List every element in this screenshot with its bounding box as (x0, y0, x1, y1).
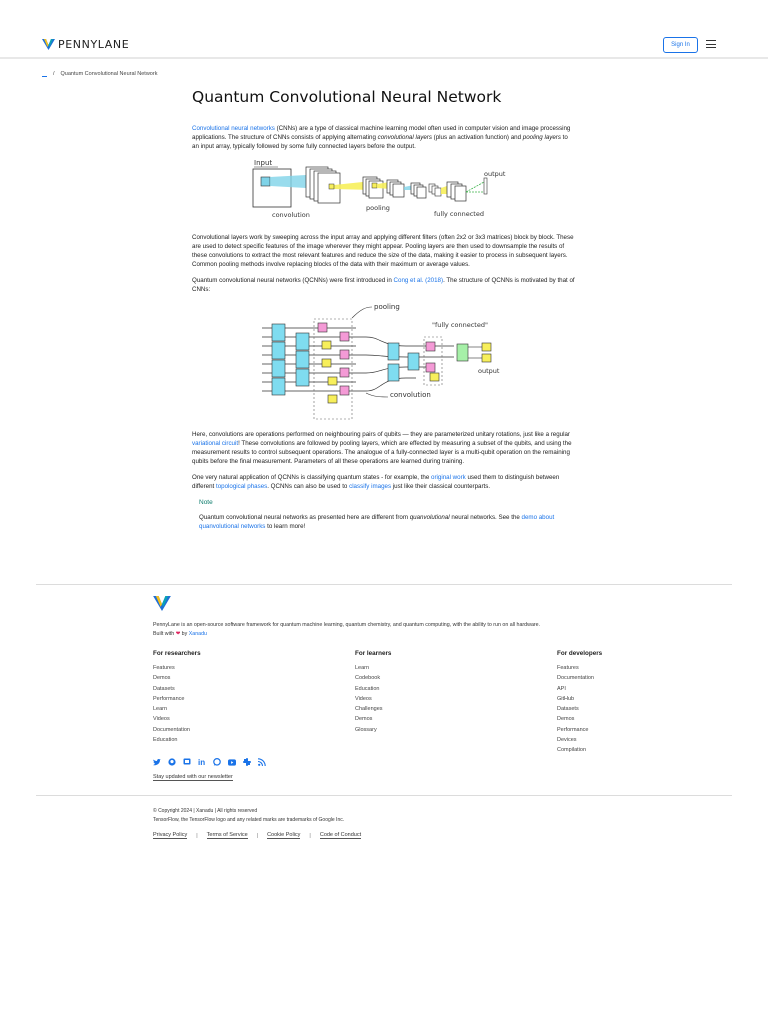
footer-divider (36, 584, 732, 585)
pennylane-logo[interactable]: PENNYLANE (42, 38, 129, 51)
breadcrumb-separator: / (53, 70, 55, 77)
github-icon[interactable] (168, 758, 176, 766)
footer-link[interactable]: Demos (153, 675, 171, 682)
footer-about: PennyLane is an open-source software fra… (153, 596, 623, 639)
footer-link[interactable]: GitHub (557, 695, 575, 702)
footer-col-developers: For developers Features Documentation AP… (557, 650, 602, 756)
footer-link[interactable]: Challenges (355, 706, 383, 713)
menu-icon[interactable] (706, 40, 716, 48)
footer-link[interactable]: Education (355, 685, 380, 692)
footer-link[interactable]: Features (557, 665, 579, 671)
footer-divider-bottom (36, 795, 732, 796)
youtube-icon[interactable] (228, 758, 236, 766)
pennylane-logo-icon (42, 39, 55, 50)
footer-link[interactable]: Documentation (153, 726, 190, 733)
page-title: Quantum Convolutional Neural Network (192, 88, 502, 106)
footer-description: PennyLane is an open-source software fra… (153, 622, 541, 637)
note-text: Quantum convolutional neural networks as… (199, 514, 555, 530)
breadcrumb: / Quantum Convolutional Neural Network (42, 70, 157, 77)
cookie-policy-link[interactable]: Cookie Policy (267, 832, 301, 839)
fig2-label-pooling: pooling (374, 303, 400, 311)
footer-link[interactable]: Devices (557, 737, 577, 744)
classify-images-link[interactable]: classify images (349, 483, 392, 490)
trademark-text: TensorFlow, the TensorFlow logo and any … (153, 817, 345, 823)
copyright-text: © Copyright 2024 | Xanadu | All rights r… (153, 808, 258, 814)
social-links: in (153, 758, 266, 766)
privacy-policy-link[interactable]: Privacy Policy (153, 832, 188, 839)
copyright-block: © Copyright 2024 | Xanadu | All rights r… (153, 807, 344, 825)
footer-logo-icon[interactable] (153, 596, 171, 611)
newsletter-link[interactable]: Stay updated with our newsletter (153, 774, 233, 781)
footer-link[interactable]: Datasets (153, 685, 175, 692)
quanvolutional-demo-link[interactable]: demo about quanvolutional networks (199, 514, 555, 530)
fig1-label-input: Input (254, 159, 272, 167)
input-array (252, 168, 292, 208)
paragraph-qcnn-operations: Here, convolutions are operations perfor… (192, 431, 572, 465)
logo-text: PENNYLANE (58, 38, 130, 51)
topological-phases-link[interactable]: topological phases (215, 483, 268, 490)
footer-link[interactable]: Learn (153, 706, 168, 713)
footer-link[interactable]: Compilation (557, 747, 587, 754)
paragraph-convolution-layers: Convolutional layers work by sweeping ac… (192, 234, 574, 268)
svg-text:in: in (198, 758, 205, 766)
qcnn-circuit-diagram: pooling "fully connected" output convolu… (262, 303, 500, 420)
terms-of-service-link[interactable]: Terms of Service (206, 832, 248, 839)
footer-link[interactable]: Videos (153, 716, 170, 723)
footer-link[interactable]: Videos (355, 695, 372, 702)
fig1-label-pooling: pooling (366, 204, 390, 212)
fig1-label-convolution: convolution (272, 211, 310, 219)
footer-col-learners: For learners Learn Codebook Education Vi… (355, 650, 391, 735)
legal-links: Privacy Policy | Terms of Service | Cook… (153, 832, 362, 839)
forum-icon[interactable] (213, 758, 221, 766)
code-of-conduct-link[interactable]: Code of Conduct (319, 832, 362, 839)
footer-link[interactable]: Learn (355, 665, 370, 671)
footer-link[interactable]: API (557, 685, 566, 692)
breadcrumb-home-link[interactable] (42, 70, 47, 77)
fig2-label-convolution: convolution (390, 391, 431, 399)
paragraph-qcnn-intro: Quantum convolutional neural networks (Q… (192, 277, 575, 293)
fig2-label-output: output (478, 367, 500, 375)
footer-link[interactable]: Demos (557, 716, 575, 723)
article: Quantum Convolutional Neural Network Con… (192, 88, 576, 538)
footer-link[interactable]: Demos (355, 716, 373, 723)
footer-link[interactable]: Performance (557, 726, 589, 733)
discourse-icon[interactable] (183, 758, 191, 766)
cong-et-al-link[interactable]: Cong et al. (2018) (393, 277, 444, 284)
linkedin-icon[interactable]: in (198, 758, 206, 766)
cnn-wiki-link[interactable]: Convolutional neural networks (192, 125, 275, 132)
footer-link[interactable]: Codebook (355, 675, 381, 682)
footer-link[interactable]: Glossary (355, 726, 377, 733)
twitter-icon[interactable] (153, 758, 161, 766)
slack-icon[interactable] (243, 758, 251, 766)
footer-link[interactable]: Datasets (557, 706, 579, 713)
fig1-label-output: output (484, 170, 506, 178)
variational-circuit-link[interactable]: variational circuit (192, 440, 239, 447)
fig1-label-fully-connected: fully connected (434, 210, 484, 218)
fig2-label-fully-connected: "fully connected" (432, 321, 488, 329)
paragraph-cnn-intro: Convolutional neural networks (CNNs) are… (192, 125, 571, 150)
footer-link[interactable]: Features (153, 665, 175, 671)
xanadu-link[interactable]: Xanadu (188, 631, 207, 637)
sign-in-button[interactable]: Sign In (663, 37, 698, 53)
rss-icon[interactable] (258, 758, 266, 766)
paragraph-qcnn-applications: One very natural application of QCNNs is… (192, 474, 560, 490)
footer-link-columns: For researchers Features Demos Datasets … (153, 650, 623, 760)
footer-link[interactable]: Documentation (557, 675, 594, 682)
footer-link[interactable]: Education (153, 737, 178, 744)
heart-icon: ❤ (175, 631, 181, 637)
footer-col-researchers: For researchers Features Demos Datasets … (153, 650, 201, 745)
original-work-link[interactable]: original work (431, 474, 466, 481)
top-navbar: PENNYLANE Sign In (0, 0, 768, 59)
note-box: Note Quantum convolutional neural networ… (199, 499, 576, 531)
cnn-diagram: Input output convolution poo (252, 159, 506, 219)
footer-link[interactable]: Performance (153, 695, 185, 702)
note-title: Note (199, 499, 213, 506)
breadcrumb-current: Quantum Convolutional Neural Network (60, 70, 158, 77)
